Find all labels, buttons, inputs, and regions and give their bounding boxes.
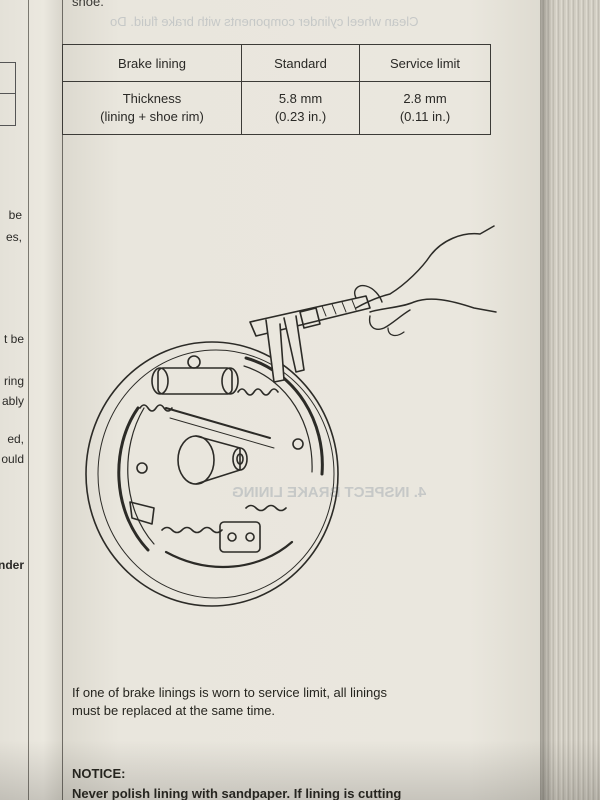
top-text-fragment: shoe.: [72, 0, 104, 9]
left-fragment: be: [8, 208, 22, 222]
cell-line: (0.11 in.): [399, 109, 451, 124]
cell-line: Thickness: [122, 91, 182, 106]
left-fragment: t be: [3, 332, 24, 346]
cell-line: (lining + shoe rim): [100, 109, 204, 124]
left-fragment: ring: [3, 374, 24, 388]
cell-line: 2.8 mm: [403, 91, 447, 106]
table-cell-service-limit: 2.8 mm (0.11 in.): [359, 81, 491, 135]
left-fragment: nder: [0, 558, 24, 572]
page-frame-line: [62, 0, 63, 800]
left-fragment: ed,: [7, 432, 24, 446]
gutter-shadow: [540, 0, 554, 800]
service-limit-instruction: If one of brake linings is worn to servi…: [72, 684, 512, 720]
table-header: Standard: [241, 44, 360, 82]
hand: [355, 225, 497, 313]
book-page-stack: [540, 0, 600, 800]
instruction-line: If one of brake linings is worn to servi…: [72, 685, 388, 700]
previous-page-rule: [28, 0, 29, 800]
left-fragment: ould: [1, 452, 24, 466]
show-through-text: Clean wheel cylinder components with bra…: [110, 14, 419, 29]
table-header: Brake lining: [62, 44, 242, 82]
cell-line: 5.8 mm: [278, 91, 323, 106]
instruction-line: must be replaced at the same time.: [72, 703, 276, 718]
brake-shoe-measurement-illustration: [85, 225, 497, 607]
axle-hub: [177, 435, 215, 485]
left-fragment: es,: [5, 230, 22, 244]
left-fragment: ably: [1, 394, 24, 408]
manual-page: shoe. Clean wheel cylinder components wi…: [62, 0, 540, 800]
notice-text: Never polish lining with sandpaper. If l…: [72, 786, 402, 800]
table-header: Service limit: [359, 44, 491, 82]
notice-label: NOTICE:: [72, 766, 126, 781]
previous-page-edge: be es, t be ring ably ed, ould nder: [0, 0, 62, 800]
table-cell-label: Thickness (lining + shoe rim): [62, 81, 242, 135]
return-spring-bottom: [161, 526, 223, 534]
backing-plate-outline: [85, 341, 339, 607]
wheel-cylinder: [157, 367, 233, 395]
brake-lining-spec-table: Brake lining Standard Service limit Thic…: [62, 44, 491, 135]
table-header-row: Brake lining Standard Service limit: [62, 44, 491, 82]
previous-page-table-fragment: [0, 62, 16, 126]
brake-shoe-right: [244, 356, 324, 476]
cell-line: (0.23 in.): [274, 109, 327, 124]
brake-shoe-left: [117, 406, 150, 552]
table-cell-standard: 5.8 mm (0.23 in.): [241, 81, 360, 135]
return-spring-top: [139, 404, 173, 412]
table-row: Thickness (lining + shoe rim) 5.8 mm (0.…: [62, 81, 491, 135]
